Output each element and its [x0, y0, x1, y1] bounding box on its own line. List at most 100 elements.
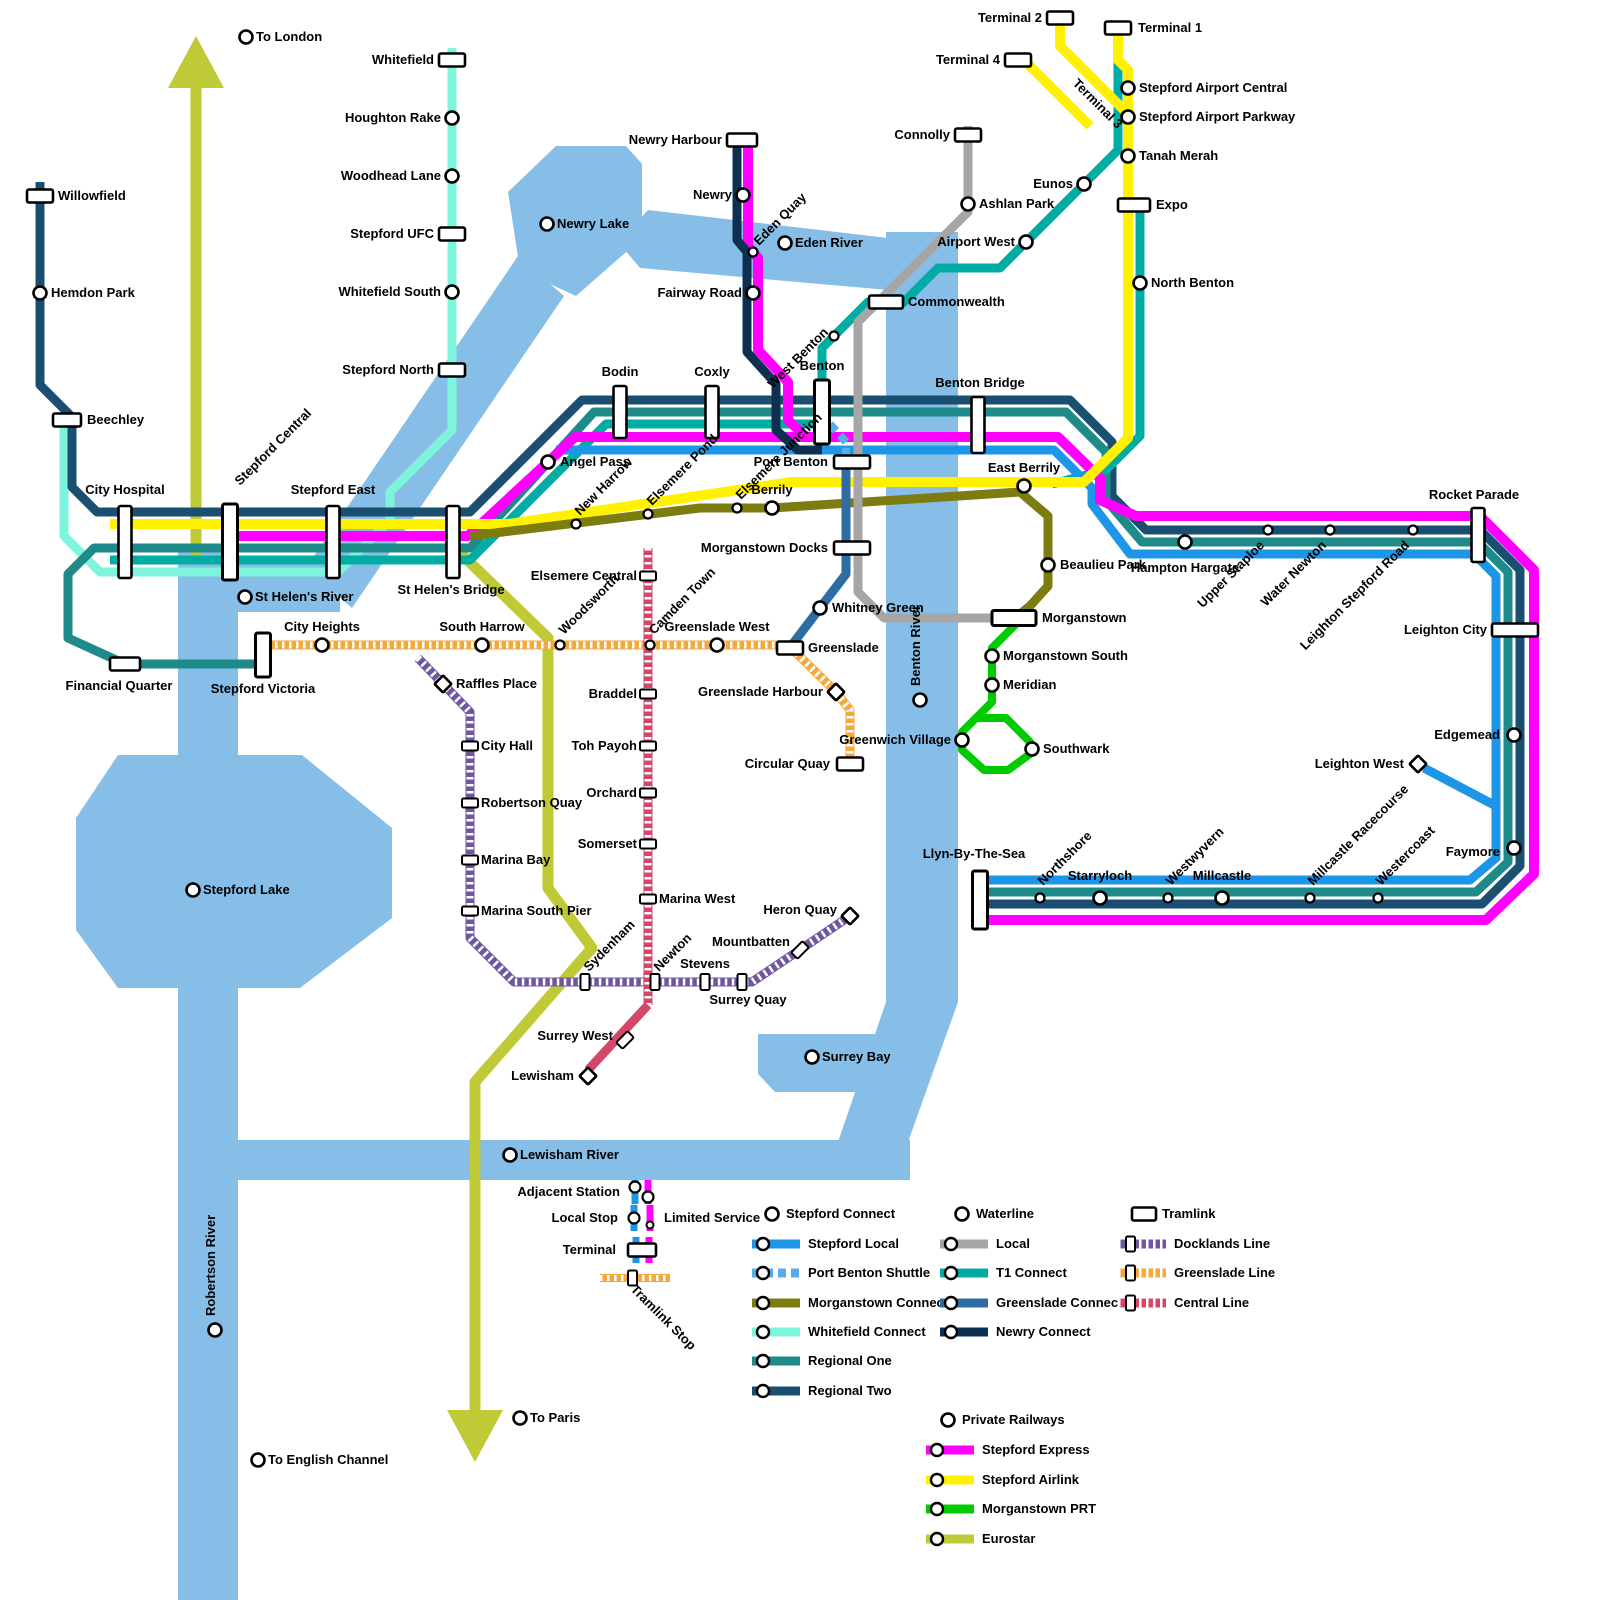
station-label-newry-lake: Newry Lake [557, 216, 629, 231]
station-angel-pass [540, 454, 556, 470]
station-stepford-north [437, 362, 467, 378]
station-marker-south-harrow [474, 637, 490, 653]
station-marker-beaulieu-park [1040, 557, 1056, 573]
legend-morganstown-connect-stop [755, 1295, 771, 1311]
station-newry-harbour [725, 132, 759, 148]
station-marker-coxly [704, 384, 720, 440]
station-circular-quay [835, 756, 865, 772]
station-marker-toh-payoh [639, 740, 657, 752]
legend-label-port-benton-shuttle: Port Benton Shuttle [808, 1265, 930, 1280]
station-heron-quay [840, 906, 860, 926]
station-marker-eden-quay [747, 246, 759, 258]
station-label-edgemead: Edgemead [1434, 727, 1500, 742]
station-label-connolly: Connolly [894, 127, 950, 142]
station-newton [649, 973, 661, 991]
legend-label-limited-service: Limited Service [664, 1210, 760, 1225]
station-elsemere-central [639, 570, 657, 582]
legend-item-docklands-line: Docklands Line [1118, 1235, 1270, 1253]
line-regional-one [63, 407, 1513, 897]
station-label-marina-south-pier: Marina South Pier [481, 903, 592, 918]
station-marker-newry [735, 187, 751, 203]
legend-label-terminal: Terminal [563, 1242, 616, 1257]
station-marker-millcastle-racecourse [1304, 892, 1316, 904]
station-city-hospital [117, 504, 133, 580]
legend-adjacent-station-stop-b [641, 1190, 655, 1204]
legend-label-private-railways: Private Railways [962, 1412, 1065, 1427]
station-marker-rocket-parade [1470, 506, 1486, 564]
legend-stepford-airlink-stop [929, 1472, 945, 1488]
station-label-stepford-east: Stepford East [291, 482, 376, 497]
station-label-ashlan-park: Ashlan Park [979, 196, 1055, 211]
station-surrey-bay [804, 1049, 820, 1065]
station-coxly [704, 384, 720, 440]
station-leighton-city [1490, 622, 1540, 638]
station-marker-stepford-airport-central [1120, 80, 1136, 96]
station-marker-city-hospital [117, 504, 133, 580]
station-terminal-4 [1003, 52, 1033, 68]
legend-regional-one-stop [755, 1353, 771, 1369]
station-marker-circular-quay [835, 756, 865, 772]
station-marker-greenslade [775, 640, 805, 656]
station-label-greenslade-west: Greenslade West [664, 619, 770, 634]
station-rocket-parade [1470, 506, 1486, 564]
station-orchard [639, 787, 657, 799]
line-airlink-t2 [1055, 26, 1128, 114]
station-financial-quarter [108, 656, 142, 672]
legend-item-greenslade-connect: Greenslade Connect [940, 1295, 1123, 1311]
legend-item-greenslade-line: Greenslade Line [1118, 1264, 1275, 1282]
station-marker-bodin [612, 384, 628, 440]
station-faymore [1506, 840, 1522, 856]
station-terminal-1 [1103, 20, 1133, 36]
station-label-toh-payoh: Toh Payoh [572, 738, 638, 753]
station-surrey-quay [736, 973, 748, 991]
legend-item-limited-service: Limited Service [645, 1205, 760, 1231]
legend-item-morganstown-prt: Morganstown PRT [926, 1501, 1096, 1517]
line-local-line [853, 126, 1002, 623]
line-stepford-local-branch [1421, 764, 1499, 810]
station-berrily [764, 500, 780, 516]
station-port-benton [832, 454, 872, 470]
station-morganstown [990, 609, 1038, 627]
station-label-surrey-quay: Surrey Quay [709, 992, 787, 1007]
station-marker-elsemere-central [639, 570, 657, 582]
eurostar-arrow-south [447, 1410, 503, 1462]
water-surrey-bay [758, 1034, 905, 1092]
legend-item-whitefield-connect: Whitefield Connect [752, 1324, 926, 1340]
station-morganstown-south [984, 648, 1000, 664]
station-marker-greenslade-harbour [826, 682, 846, 702]
legend-item-tramlink: Tramlink [1130, 1206, 1216, 1222]
station-benton-river [912, 692, 928, 708]
station-expo [1116, 197, 1152, 213]
station-label-stepford-ufc: Stepford UFC [350, 226, 434, 241]
station-marker-lewisham-river [502, 1147, 518, 1163]
station-lewisham [578, 1066, 598, 1086]
station-label-hemdon-park: Hemdon Park [51, 285, 136, 300]
station-label-meridian: Meridian [1003, 677, 1057, 692]
station-city-heights [314, 637, 330, 653]
station-label-fairway-road: Fairway Road [657, 285, 742, 300]
station-robertson-quay [461, 797, 479, 809]
legend-item-waterline: Waterline [954, 1206, 1034, 1222]
station-marker-hampton-hargate [1177, 534, 1193, 550]
station-marker-benton-bridge [970, 395, 986, 455]
legend-item-stepford-express: Stepford Express [926, 1442, 1090, 1458]
station-marker-morganstown-docks [832, 540, 872, 556]
line-central-line-end [584, 1001, 652, 1074]
station-marker-llyn-by-the-sea [971, 869, 989, 931]
station-label-to-london: To London [256, 29, 322, 44]
water-stepford-lake [76, 755, 392, 988]
legend-label-regional-two: Regional Two [808, 1383, 892, 1398]
station-marker-meridian [984, 677, 1000, 693]
station-label-st-helen-s-river: St Helen's River [255, 589, 353, 604]
legend-label-docklands-line: Docklands Line [1174, 1236, 1270, 1251]
station-houghton-rake [444, 110, 460, 126]
station-beechley [51, 412, 83, 428]
legend-label-adjacent-station: Adjacent Station [517, 1184, 620, 1199]
station-marker-ashlan-park [960, 196, 976, 212]
station-west-benton [828, 330, 840, 342]
station-marker-surrey-quay [736, 973, 748, 991]
station-marker-stepford-ufc [437, 226, 467, 242]
station-marker-edgemead [1506, 727, 1522, 743]
station-marina-west [639, 893, 657, 905]
